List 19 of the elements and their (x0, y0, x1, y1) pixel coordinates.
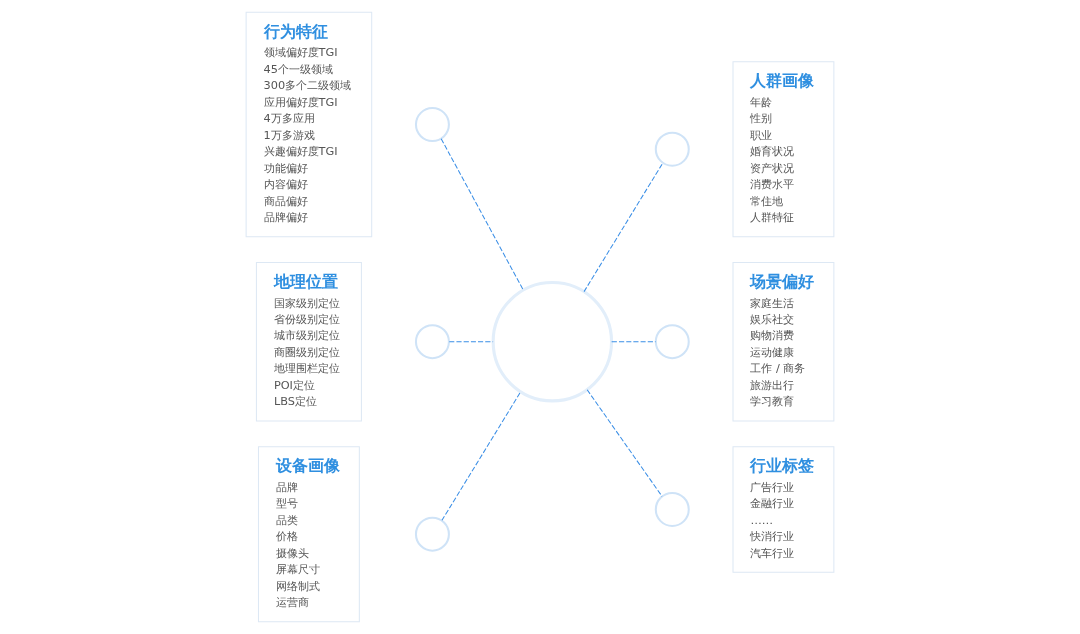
connector (586, 389, 663, 497)
node-circle (414, 324, 450, 360)
node-circle (414, 107, 450, 142)
node-box: 行为特征 领域偏好度TGI 45个一级领域 300多个二级领域 应用偏好度TGI 4万多应用 1万多游戏 兴趣偏好度TGI 功能偏好 内容偏好 商品偏好 品牌偏好 (245, 11, 373, 238)
node-box: 人群画像 年龄 性别 职业 婚育状况 资产状况 消费水平 常住地 人群特征 (732, 61, 835, 238)
node-box: 场景偏好 家庭生活 娱乐社交 购物消费 运动健康 工作 / 商务 旅游出行 学习教育 (732, 261, 835, 422)
node-circle (654, 492, 690, 527)
node-circle (414, 516, 450, 552)
node-box: 行业标签 广告行业 金融行业 …… 快消行业 汽车行业 (732, 446, 835, 573)
connector (583, 162, 664, 293)
node-circle (654, 131, 690, 167)
connector (440, 138, 524, 291)
connector (448, 341, 494, 343)
connector (611, 341, 657, 343)
node-box: 设备画像 品牌 型号 品类 价格 摄像头 屏幕尺寸 网络制式 运营商 (257, 446, 360, 623)
node-circle (654, 324, 690, 360)
connector (441, 391, 522, 521)
node-box: 地理位置 国家级别定位 省份级别定位 城市级别定位 商圈级别定位 地理围栏定位 POI定位 LBS定位 (255, 261, 362, 422)
node-circle (491, 280, 614, 403)
